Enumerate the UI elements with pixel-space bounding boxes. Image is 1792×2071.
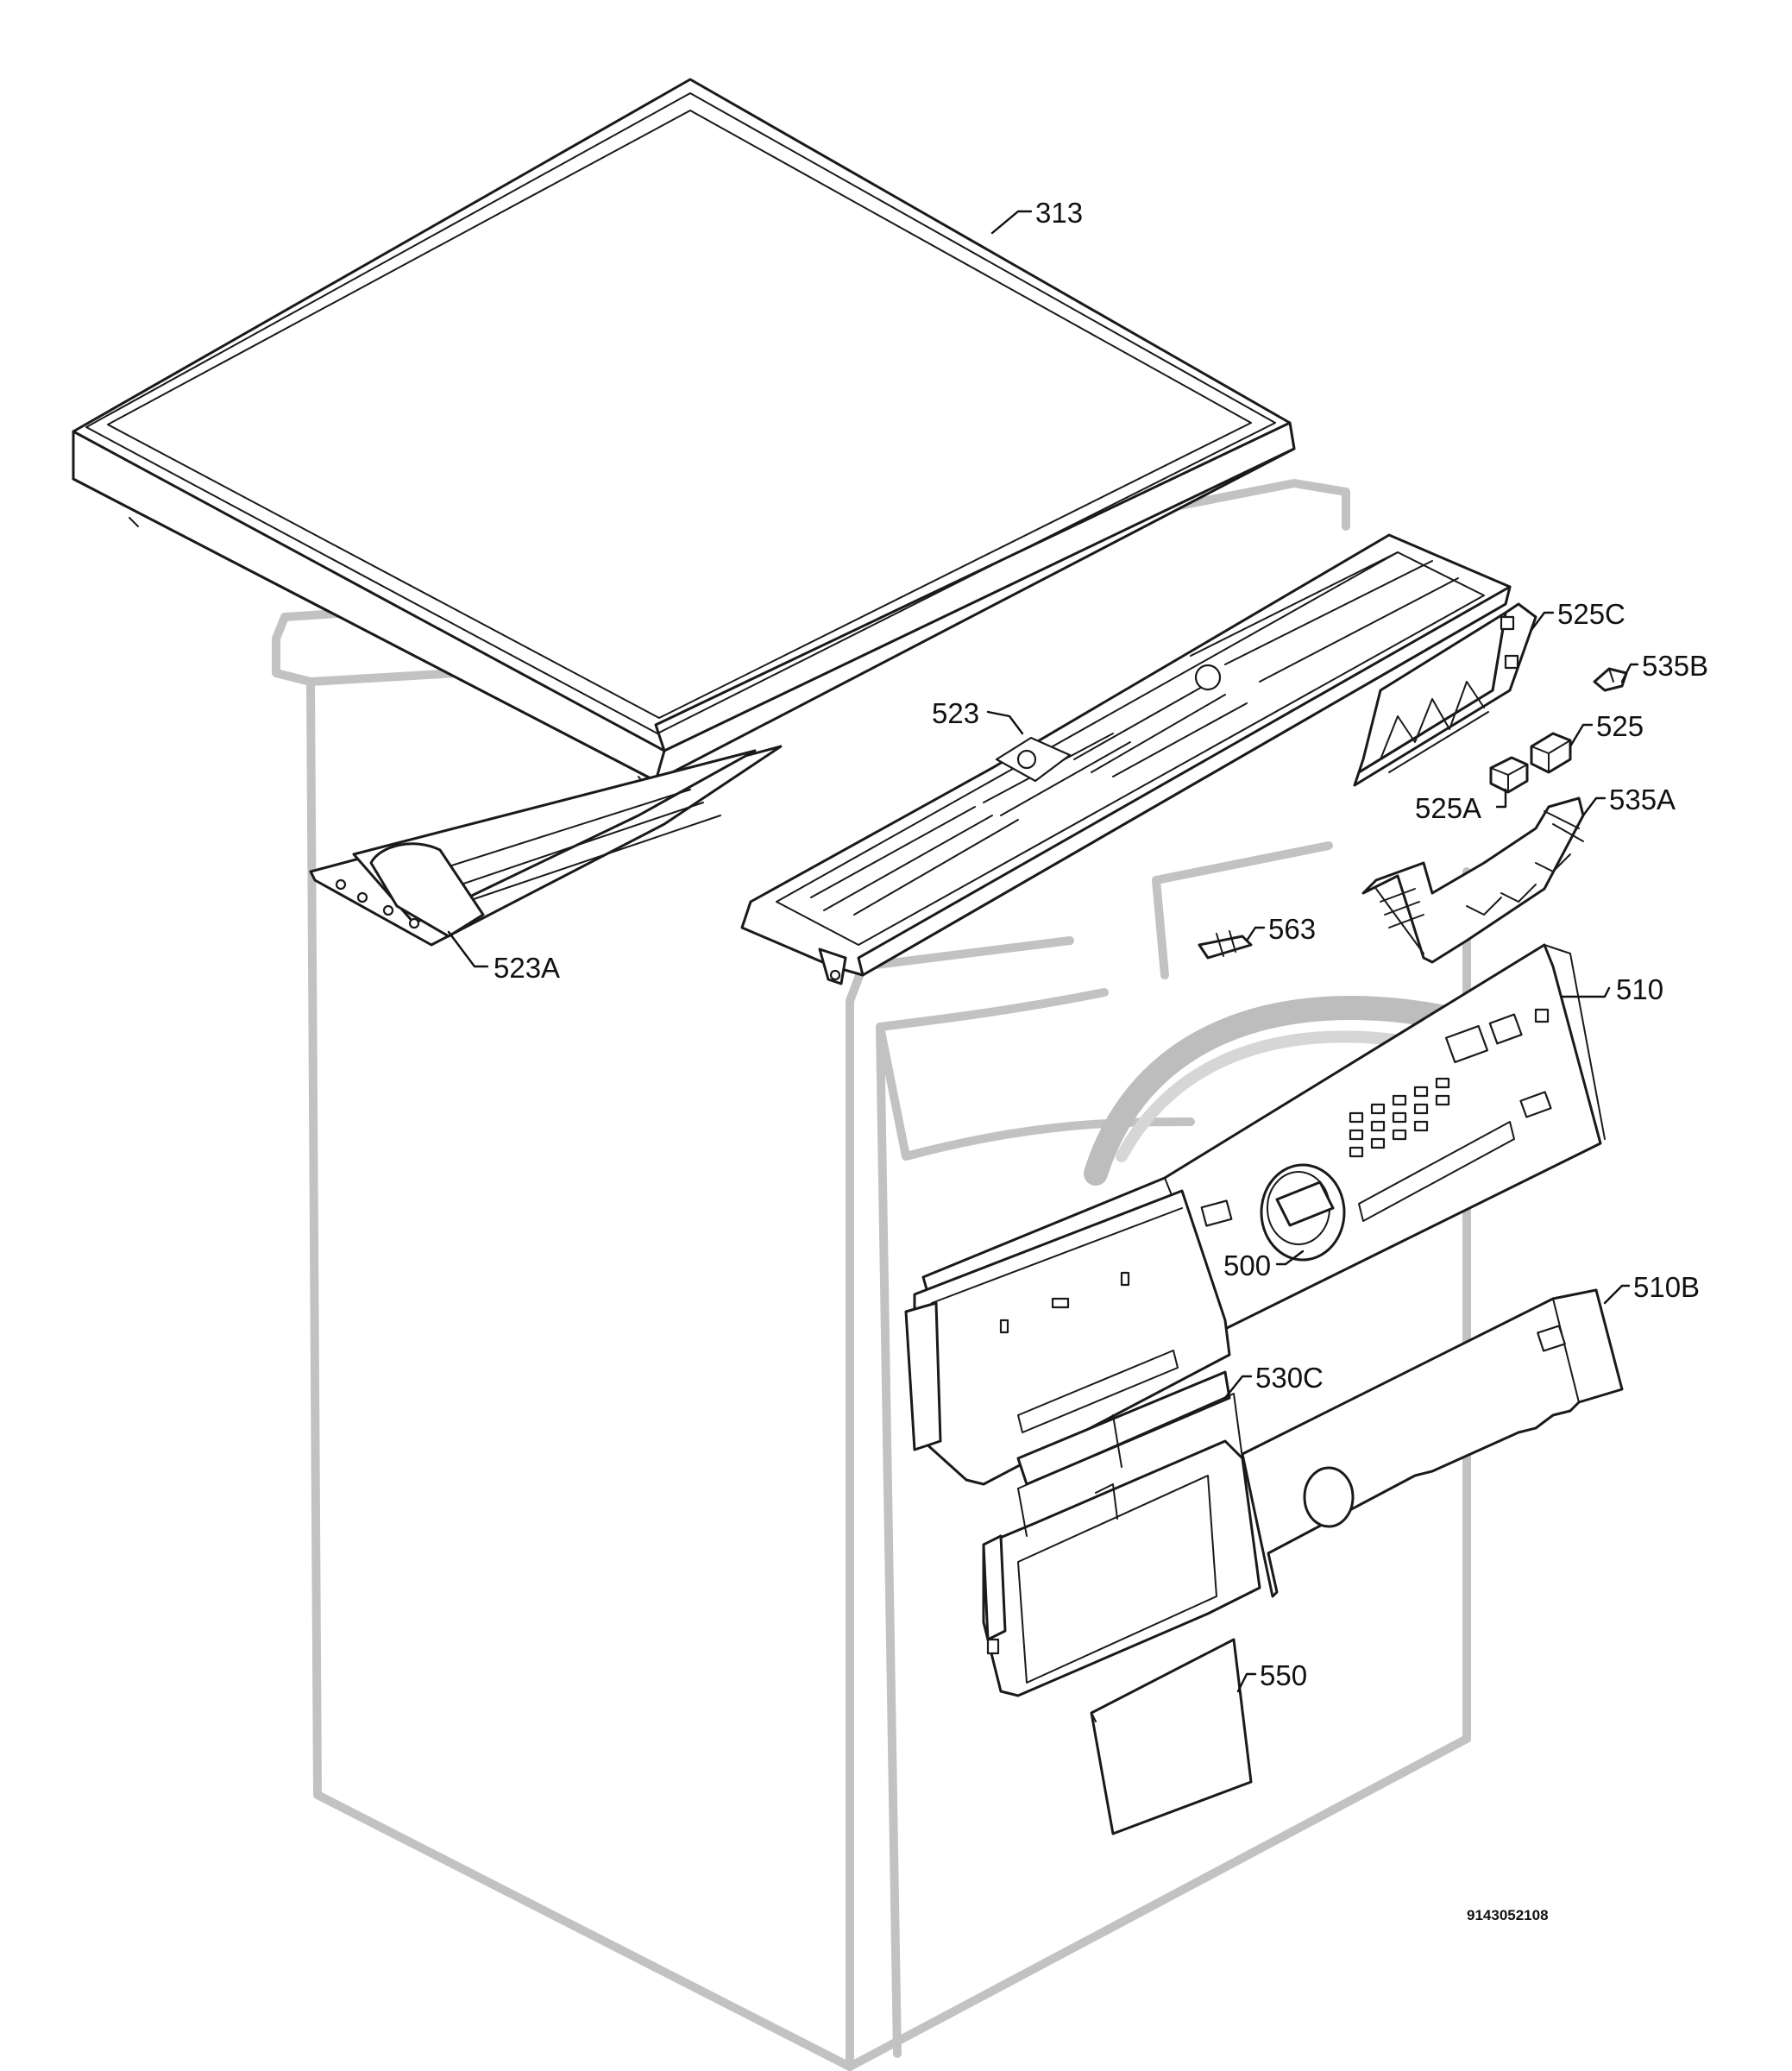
callout-550: 550: [1260, 1659, 1307, 1691]
pcb-module-525C: [1353, 602, 1537, 787]
callout-563: 563: [1268, 913, 1316, 945]
leader-523: [986, 710, 1024, 735]
worktop-lid-313: [72, 78, 1296, 799]
callout-523: 523: [932, 697, 979, 729]
leader-510: [1560, 986, 1611, 998]
drawer-insert-530C: [1016, 1370, 1231, 1486]
callout-525: 525: [1596, 710, 1644, 742]
callout-530C: 530C: [1255, 1362, 1324, 1394]
leader-550: [1236, 1672, 1257, 1693]
leader-535A: [1581, 796, 1607, 817]
drawing-number: 9143052108: [1467, 1907, 1549, 1923]
connector-525A: [1489, 756, 1529, 794]
leader-563: [1245, 926, 1266, 942]
cover-flap-550: [1090, 1638, 1253, 1835]
clip-535B: [1593, 667, 1628, 692]
leader-lines: [447, 210, 1639, 1693]
switch-module-535A: [1361, 796, 1585, 964]
backing-plate-510B: [1241, 1288, 1624, 1598]
cabinet-ghost-outline: [272, 479, 1471, 2071]
leader-313: [990, 210, 1033, 235]
leader-510B: [1603, 1284, 1631, 1305]
callout-510B: 510B: [1633, 1271, 1700, 1303]
leader-500: [1275, 1250, 1305, 1266]
panel-buttons: [1349, 1077, 1450, 1158]
main-top-rail-523: [740, 533, 1512, 985]
pin-563: [1198, 930, 1253, 960]
drawer-tray: [982, 1393, 1261, 1697]
leader-523A: [447, 930, 489, 968]
detergent-drawer-front: [904, 1189, 1231, 1486]
leader-525C: [1530, 611, 1555, 632]
program-knob-500: [1260, 1163, 1346, 1262]
leader-535B: [1620, 663, 1639, 683]
callout-525A: 525A: [1415, 792, 1481, 824]
callout-500: 500: [1223, 1250, 1271, 1281]
callout-523A: 523A: [494, 952, 560, 984]
callout-313: 313: [1035, 197, 1083, 229]
left-rail-523A: [309, 745, 783, 947]
leader-530C: [1223, 1375, 1253, 1400]
callout-525C: 525C: [1557, 598, 1625, 630]
leader-525: [1569, 723, 1594, 748]
callout-labels: 313 525C 535B 523 525 525A 535A 523A 563…: [494, 197, 1708, 1691]
callout-535B: 535B: [1642, 650, 1708, 682]
callout-535A: 535A: [1609, 784, 1676, 815]
connector-525: [1530, 732, 1572, 774]
leader-525A: [1495, 788, 1507, 809]
callout-510: 510: [1616, 973, 1663, 1005]
